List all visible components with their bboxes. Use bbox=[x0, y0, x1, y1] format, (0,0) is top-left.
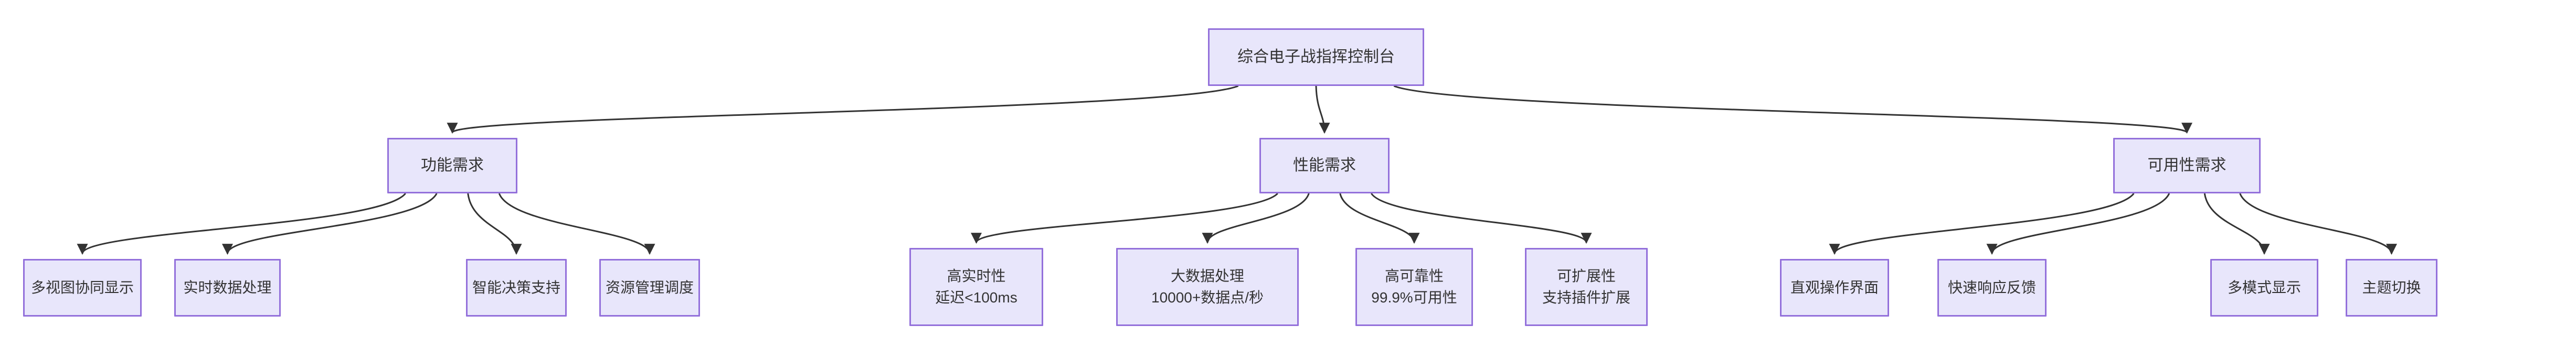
node-usability-line-1: 可用性需求 bbox=[2147, 156, 2227, 174]
node-theme-switch[interactable]: 主题切换 bbox=[2346, 259, 2437, 317]
node-functional-line-1: 功能需求 bbox=[421, 156, 484, 174]
node-multi-view[interactable]: 多视图协同显示 bbox=[23, 259, 142, 317]
edge-functional-to-realtime-data bbox=[222, 193, 438, 255]
node-functional[interactable]: 功能需求 bbox=[387, 138, 517, 193]
node-reliability-line-1: 高可靠性 bbox=[1384, 267, 1444, 284]
node-resource-scheduling[interactable]: 资源管理调度 bbox=[599, 259, 700, 317]
edge-performance-to-reliability bbox=[1339, 193, 1420, 244]
node-realtime-data[interactable]: 实时数据处理 bbox=[174, 259, 281, 317]
node-fast-feedback[interactable]: 快速响应反馈 bbox=[1937, 259, 2047, 317]
node-bigdata-line-1: 大数据处理 bbox=[1170, 267, 1244, 284]
node-intuitive-ui-line-1: 直观操作界面 bbox=[1790, 279, 1879, 296]
edge-root-to-functional bbox=[447, 85, 1239, 134]
node-multi-mode-line-1: 多模式显示 bbox=[2227, 279, 2301, 296]
node-multi-mode[interactable]: 多模式显示 bbox=[2210, 259, 2318, 317]
node-high-realtime[interactable]: 高实时性延迟<100ms bbox=[909, 248, 1043, 326]
edge-performance-to-high-realtime bbox=[971, 192, 1278, 244]
node-realtime-data-line-1: 实时数据处理 bbox=[183, 279, 272, 296]
node-bigdata-line-2: 10000+数据点/秒 bbox=[1151, 289, 1264, 306]
edge-performance-to-bigdata bbox=[1202, 193, 1310, 244]
node-performance[interactable]: 性能需求 bbox=[1259, 138, 1390, 193]
edge-usability-to-theme-switch bbox=[2239, 193, 2397, 255]
edge-root-to-performance bbox=[1315, 85, 1330, 134]
node-extensibility[interactable]: 可扩展性支持插件扩展 bbox=[1525, 248, 1648, 326]
node-smart-decision-line-1: 智能决策支持 bbox=[472, 279, 560, 296]
node-root-line-1: 综合电子战指挥控制台 bbox=[1237, 48, 1395, 66]
node-multi-view-line-1: 多视图协同显示 bbox=[30, 279, 134, 296]
node-usability[interactable]: 可用性需求 bbox=[2113, 138, 2261, 193]
node-root[interactable]: 综合电子战指挥控制台 bbox=[1208, 28, 1424, 86]
edge-usability-to-fast-feedback bbox=[1986, 193, 2170, 255]
node-extensibility-line-1: 可扩展性 bbox=[1556, 267, 1616, 284]
node-smart-decision[interactable]: 智能决策支持 bbox=[466, 259, 567, 317]
node-high-realtime-line-2: 延迟<100ms bbox=[935, 289, 1017, 306]
edge-performance-to-extensibility bbox=[1371, 193, 1592, 244]
edge-functional-to-multi-view bbox=[77, 193, 406, 255]
node-resource-scheduling-line-1: 资源管理调度 bbox=[605, 279, 694, 296]
edge-root-to-usability bbox=[1393, 85, 2192, 134]
edge-functional-to-smart-decision bbox=[467, 193, 522, 255]
edge-usability-to-intuitive-ui bbox=[1829, 193, 2135, 255]
node-extensibility-line-2: 支持插件扩展 bbox=[1542, 289, 1630, 306]
edge-functional-to-resource-scheduling bbox=[498, 193, 655, 255]
node-theme-switch-line-1: 主题切换 bbox=[2362, 279, 2421, 296]
edge-usability-to-multi-mode bbox=[2203, 193, 2270, 255]
node-performance-line-1: 性能需求 bbox=[1293, 156, 1356, 174]
node-reliability[interactable]: 高可靠性 99.9%可用性 bbox=[1355, 248, 1473, 326]
node-fast-feedback-line-1: 快速响应反馈 bbox=[1947, 279, 2036, 296]
node-high-realtime-line-1: 高实时性 bbox=[947, 267, 1006, 284]
node-bigdata[interactable]: 大数据处理 10000+数据点/秒 bbox=[1116, 248, 1299, 326]
node-reliability-line-2: 99.9%可用性 bbox=[1371, 289, 1457, 306]
node-intuitive-ui[interactable]: 直观操作界面 bbox=[1780, 259, 1889, 317]
